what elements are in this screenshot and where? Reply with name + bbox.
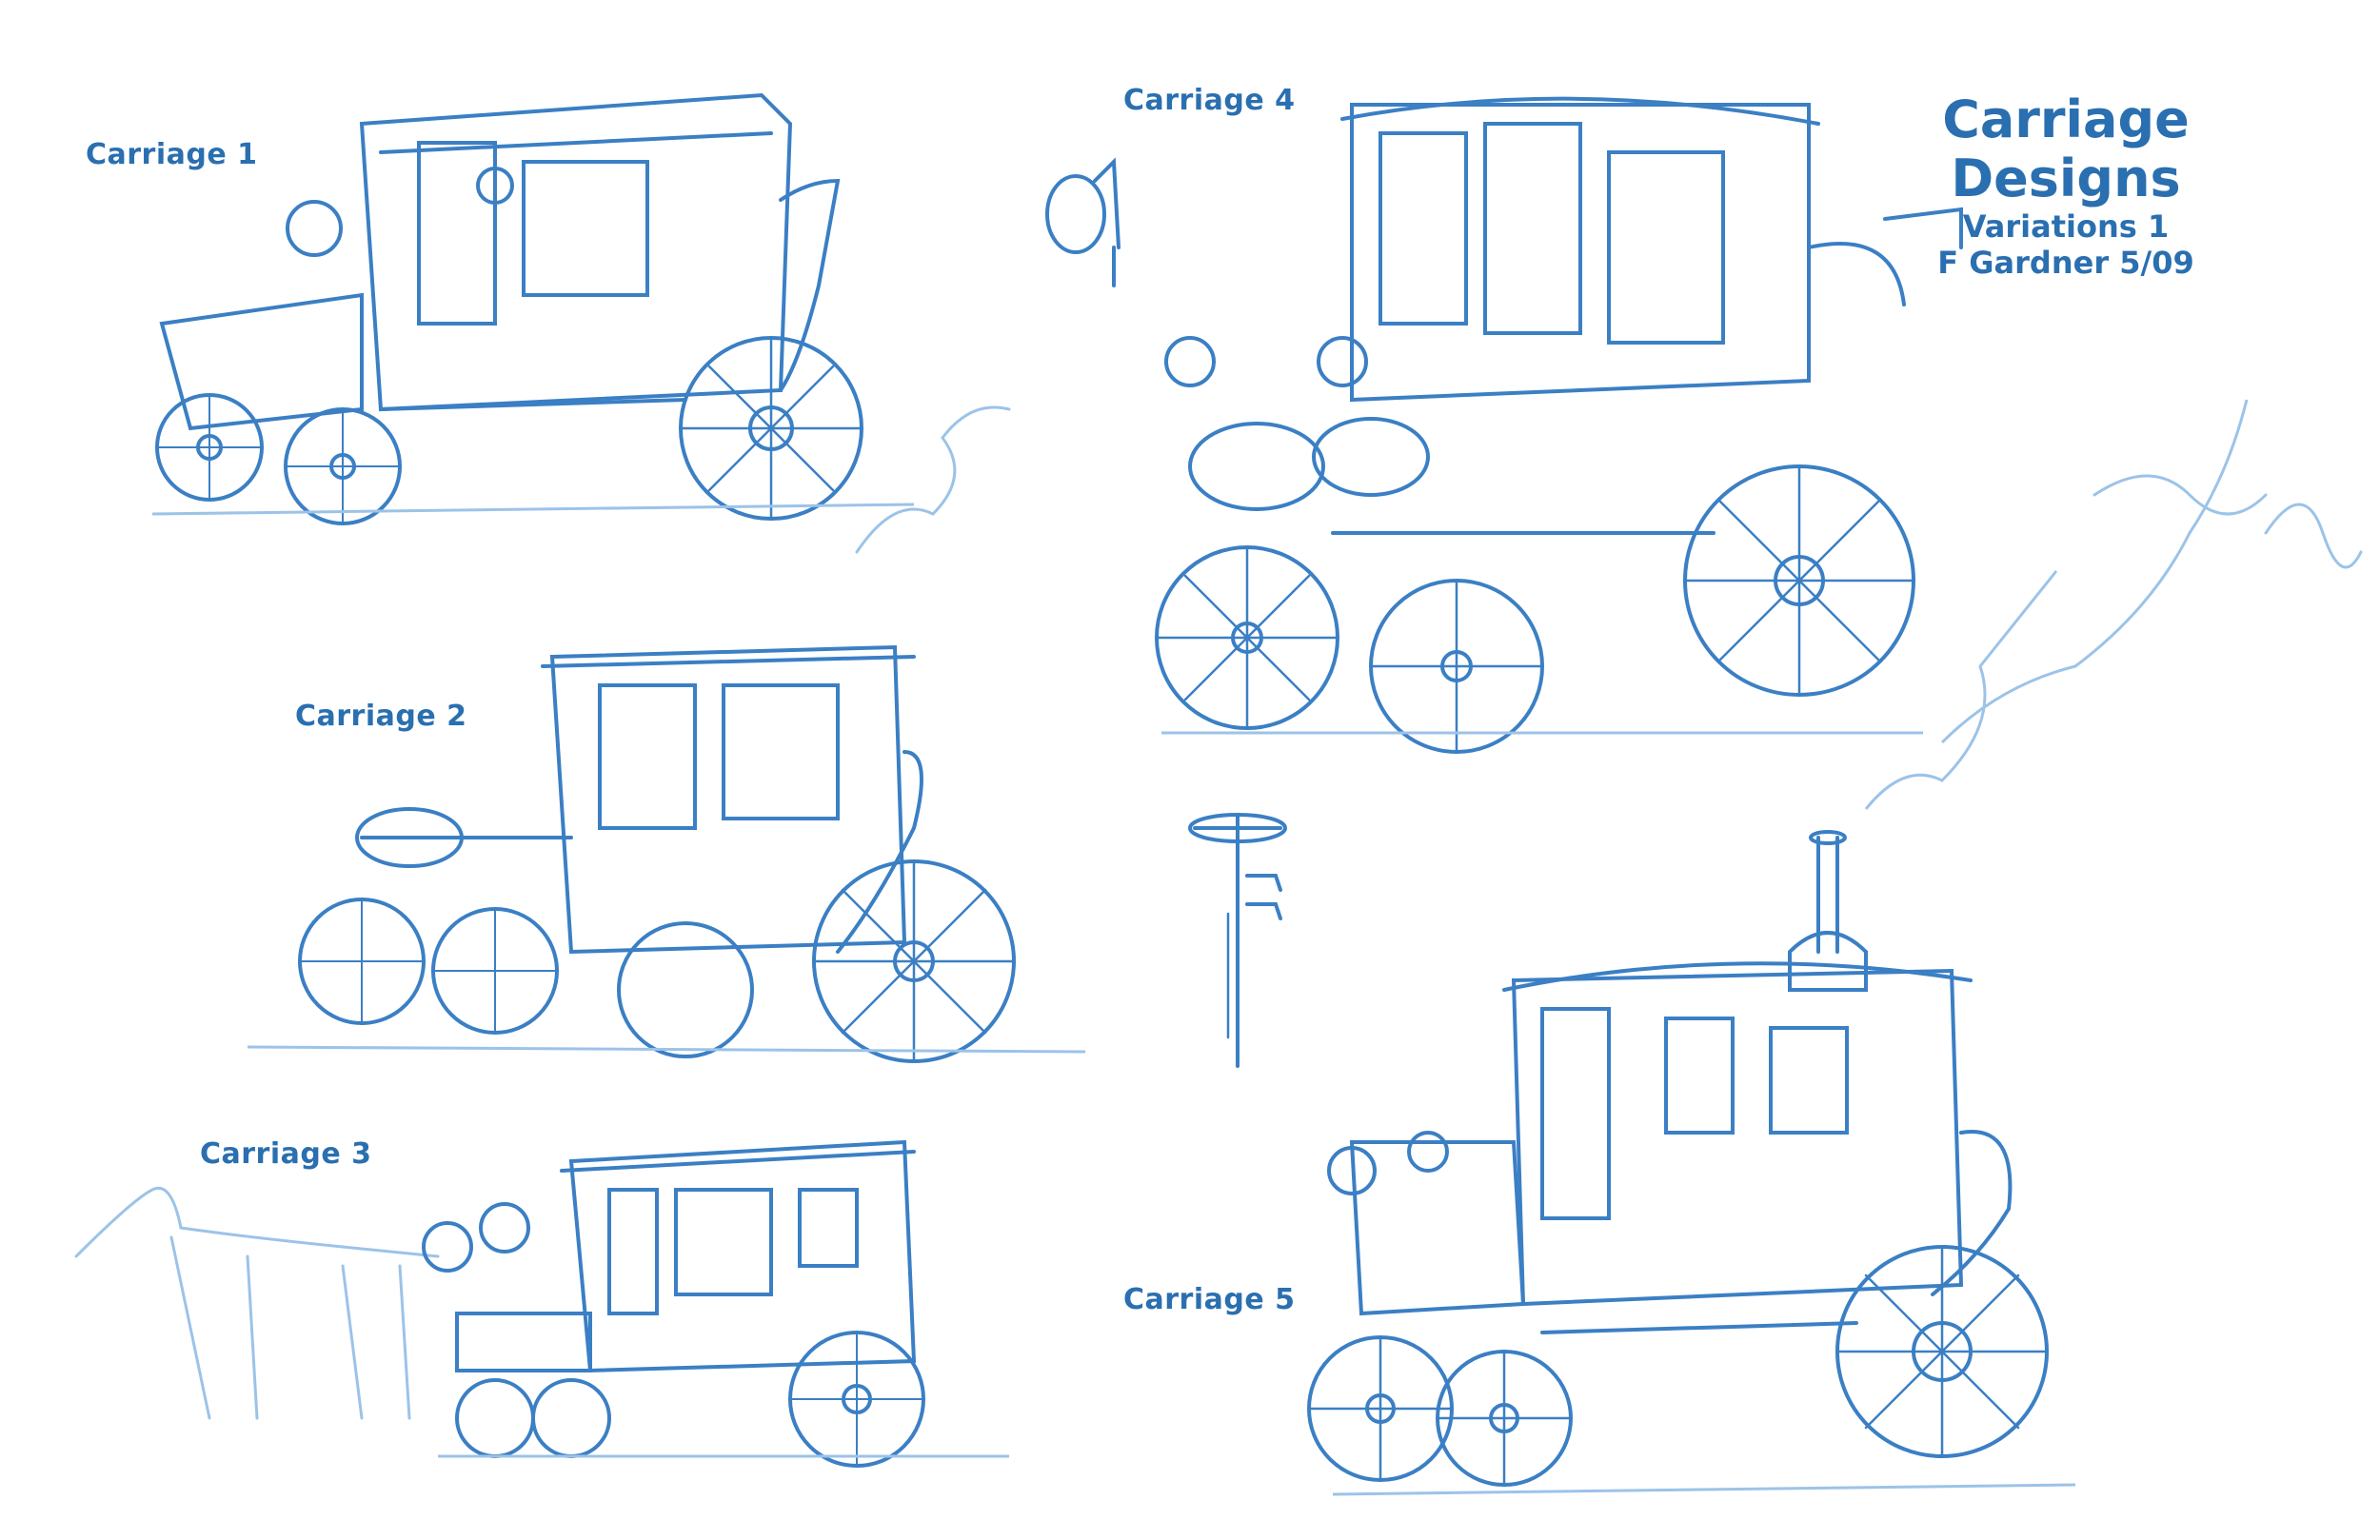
label-carriage-2: Carriage 2 [295,700,467,733]
title-block: Carriage Designs Variations 1 F Gardner … [1837,89,2294,282]
sheet-credit: F Gardner 5/09 [1937,245,2194,281]
label-carriage-1: Carriage 1 [86,138,258,171]
sheet-title: Carriage Designs [1942,89,2190,208]
label-carriage-3: Carriage 3 [200,1137,372,1171]
label-carriage-5: Carriage 5 [1123,1283,1296,1316]
label-carriage-4: Carriage 4 [1123,84,1296,117]
sheet-subtitle: Variations 1 [1962,208,2170,245]
